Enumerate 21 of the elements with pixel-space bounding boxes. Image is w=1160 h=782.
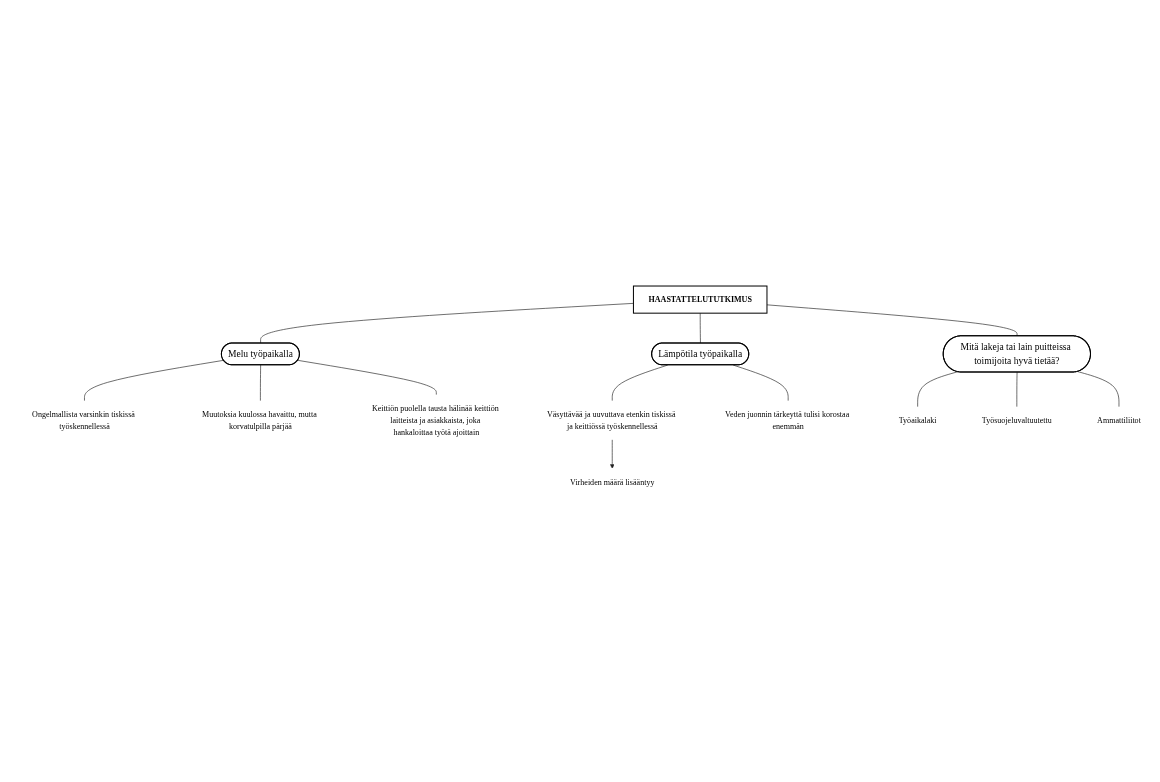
connector: [917, 371, 958, 408]
connector: [260, 303, 634, 344]
connector: [84, 360, 224, 402]
node-text: Väsyttävää ja uuvuttava etenkin tiskissä ja keittiössä työskennellessä: [546, 409, 676, 431]
connector: [260, 364, 261, 402]
node-text: Työsuojeluvaltuutettu: [981, 415, 1052, 425]
connector: [297, 360, 437, 396]
connector: [699, 313, 701, 344]
node-text: Virheiden määrä lisääntyy: [570, 477, 655, 487]
connector: [732, 364, 789, 402]
connector: [611, 364, 669, 402]
node-box: HAASTATTELUTUTKIMUS: [632, 285, 768, 314]
node-text: Ammattiliitot: [1097, 415, 1141, 425]
node-text: Ongelmallista varsinkin tiskissä työskennellessä: [32, 409, 135, 431]
connector: [1077, 371, 1120, 408]
node-text: Keittiön puolella tausta hälinää keittiön laitteista ja asiakkaista, joka hankaloittaa työtä ajoittain: [371, 403, 499, 437]
node-text: Veden juonnin tärkeyttä tulisi korostaa enemmän: [725, 409, 850, 431]
connector: [1016, 372, 1018, 408]
node-text: Työaikalaki: [898, 415, 937, 425]
connector: [766, 304, 1018, 337]
node-text: Muutoksia kuulossa havaittu, mutta korvatulpilla pärjää: [201, 409, 317, 431]
